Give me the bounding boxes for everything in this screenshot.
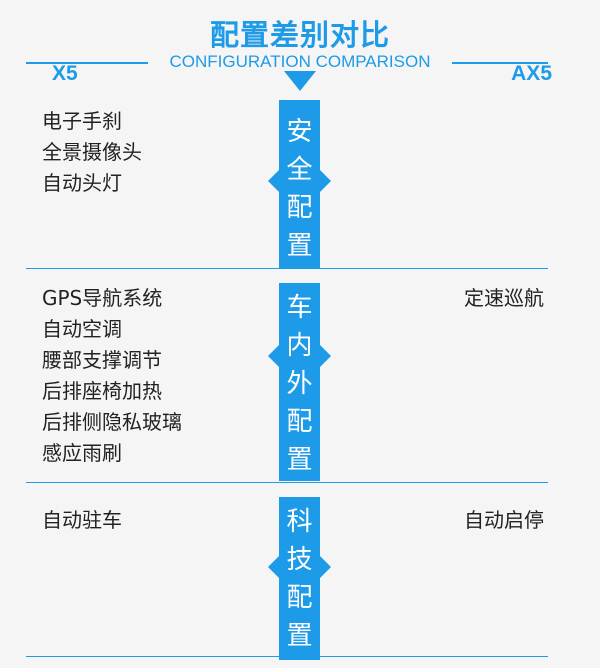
category-label: 车 内 外 配 置	[286, 293, 313, 475]
category-bar	[279, 100, 320, 268]
right-feature-list: 自动启停	[464, 505, 544, 536]
top-line-left	[26, 62, 148, 64]
list-item: 后排侧隐私玻璃	[42, 410, 182, 434]
right-model-label: AX5	[511, 62, 552, 85]
category-label: 科 技 配 置	[286, 507, 313, 651]
notch-left-icon	[268, 170, 279, 192]
page-title: 配置差别对比	[209, 18, 390, 52]
section-divider	[26, 656, 548, 657]
category-bar	[279, 283, 320, 481]
left-feature-list: GPS导航系统 自动空调 腰部支撑调节 后排座椅加热 后排侧隐私玻璃 感应雨刷	[42, 283, 182, 469]
list-item: 电子手刹	[42, 109, 122, 133]
left-feature-list: 自动驻车	[42, 505, 122, 536]
list-item: 定速巡航	[464, 286, 544, 310]
list-item: 自动驻车	[42, 508, 122, 532]
top-line-right	[452, 62, 548, 64]
notch-left-icon	[268, 345, 279, 367]
list-item: 自动启停	[464, 508, 544, 532]
notch-right-icon	[320, 345, 331, 367]
section-divider	[26, 482, 548, 483]
left-feature-list: 电子手刹 全景摄像头 自动头灯	[42, 106, 142, 199]
list-item: 自动头灯	[42, 171, 122, 195]
category-label: 安 全 配 置	[286, 117, 313, 261]
left-model-label: X5	[52, 62, 78, 85]
list-item: 腰部支撑调节	[42, 348, 162, 372]
list-item: 后排座椅加热	[42, 379, 162, 403]
category-bar	[279, 497, 320, 660]
down-arrow-icon	[284, 71, 316, 91]
page-subtitle: CONFIGURATION COMPARISON	[169, 52, 431, 71]
notch-right-icon	[320, 170, 331, 192]
right-feature-list: 定速巡航	[464, 283, 544, 314]
section-divider	[26, 268, 548, 269]
list-item: 自动空调	[42, 317, 122, 341]
list-item: 感应雨刷	[42, 441, 122, 465]
notch-left-icon	[268, 556, 279, 578]
list-item: 全景摄像头	[42, 140, 142, 164]
notch-right-icon	[320, 556, 331, 578]
list-item: GPS导航系统	[42, 286, 163, 310]
